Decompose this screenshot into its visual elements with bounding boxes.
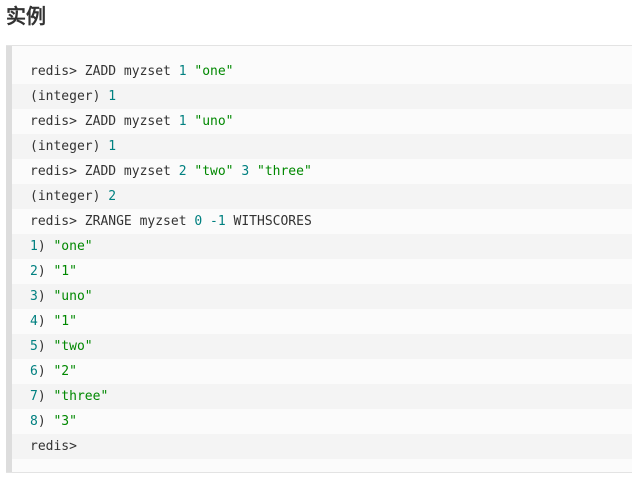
code-token: 2 xyxy=(178,164,187,179)
code-token: "two" xyxy=(194,164,234,179)
code-token: "1" xyxy=(53,264,77,279)
code-token: 1 xyxy=(108,139,117,154)
code-token xyxy=(249,164,257,179)
code-token: redis> xyxy=(30,439,77,454)
code-token: "three" xyxy=(257,164,312,179)
code-token: redis> ZADD myzset xyxy=(30,164,179,179)
code-line: 8) "3" xyxy=(12,409,632,434)
code-line: redis> ZADD myzset 1 "one" xyxy=(12,59,632,84)
code-token: "1" xyxy=(53,314,77,329)
code-line: redis> xyxy=(12,434,632,459)
code-token: (integer) xyxy=(30,139,109,154)
code-token: redis> ZADD myzset xyxy=(30,64,179,79)
code-token: 3 xyxy=(241,164,250,179)
code-token: 1 xyxy=(108,89,117,104)
code-token: "uno" xyxy=(194,114,234,129)
code-token: "three" xyxy=(53,389,109,404)
code-token: "two" xyxy=(53,339,93,354)
code-token: "2" xyxy=(53,364,77,379)
code-line: redis> ZRANGE myzset 0 -1 WITHSCORES xyxy=(12,209,632,234)
code-block-left-bar xyxy=(6,46,12,472)
code-token: (integer) xyxy=(30,189,109,204)
code-line: 4) "1" xyxy=(12,309,632,334)
code-line: 6) "2" xyxy=(12,359,632,384)
code-line: 3) "uno" xyxy=(12,284,632,309)
code-line: 7) "three" xyxy=(12,384,632,409)
code-token: 1 xyxy=(178,64,187,79)
code-token: ) xyxy=(37,314,54,329)
code-token: -1 xyxy=(210,214,226,229)
code-token xyxy=(202,214,210,229)
code-token: ) xyxy=(37,389,54,404)
code-token: ) xyxy=(37,339,54,354)
code-token: 2 xyxy=(108,189,117,204)
code-line: redis> ZADD myzset 1 "uno" xyxy=(12,109,632,134)
code-token: 5 xyxy=(30,339,38,354)
code-token: (integer) xyxy=(30,89,109,104)
code-line: 1) "one" xyxy=(12,234,632,259)
code-token: 2 xyxy=(30,264,38,279)
code-line: (integer) 2 xyxy=(12,184,632,209)
section-title: 实例 xyxy=(6,4,46,28)
code-token: ) xyxy=(37,239,54,254)
code-token: "one" xyxy=(194,64,234,79)
code-token: "3" xyxy=(53,414,77,429)
code-token: 1 xyxy=(178,114,187,129)
code-token: 8 xyxy=(30,414,38,429)
code-token: ) xyxy=(37,264,54,279)
code-line: (integer) 1 xyxy=(12,84,632,109)
code-line: 5) "two" xyxy=(12,334,632,359)
code-token: ) xyxy=(37,414,54,429)
code-token: redis> ZRANGE myzset xyxy=(30,214,195,229)
code-line: 2) "1" xyxy=(12,259,632,284)
code-line: redis> ZADD myzset 2 "two" 3 "three" xyxy=(12,159,632,184)
code-token: 7 xyxy=(30,389,38,404)
code-token: 3 xyxy=(30,289,38,304)
code-token: 0 xyxy=(194,214,203,229)
code-token: redis> ZADD myzset xyxy=(30,114,179,129)
code-token: "one" xyxy=(53,239,93,254)
code-token: WITHSCORES xyxy=(225,214,312,229)
code-token: ) xyxy=(37,289,54,304)
code-token: "uno" xyxy=(53,289,93,304)
code-token: 4 xyxy=(30,314,38,329)
code-line: (integer) 1 xyxy=(12,134,632,159)
code-token: 6 xyxy=(30,364,38,379)
code-token: 1 xyxy=(30,239,38,254)
code-token: ) xyxy=(37,364,54,379)
